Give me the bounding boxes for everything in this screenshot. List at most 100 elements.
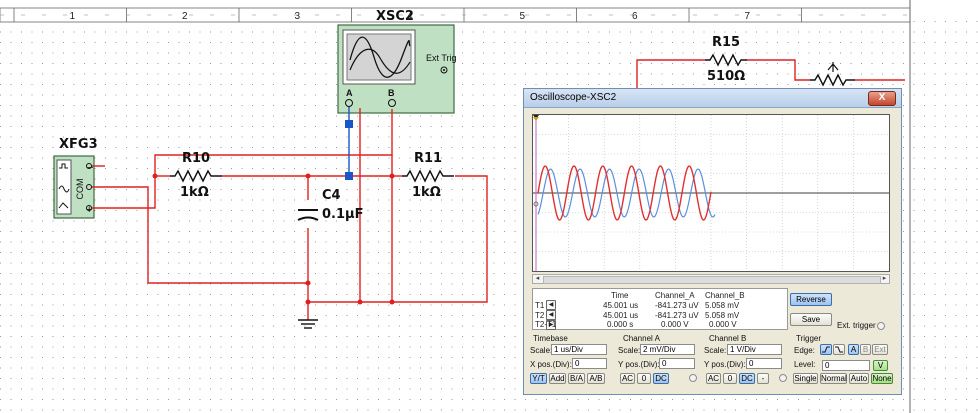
channel-a-terminal-label: A bbox=[346, 88, 353, 98]
cursor-readout-panel: Time Channel_A Channel_B T1 ◀▶ 45.001 us… bbox=[532, 288, 788, 330]
oscilloscope-screen[interactable] bbox=[532, 114, 890, 272]
oscilloscope-window[interactable]: Oscilloscope-XSC2 X ◂ ▸ Time Channel_A C… bbox=[523, 88, 902, 395]
ext-trigger-terminal[interactable] bbox=[877, 322, 885, 330]
trigger-edge-label: Edge: bbox=[794, 346, 815, 355]
function-generator-xfg3-symbol[interactable]: COM − + bbox=[53, 155, 95, 219]
xfg3-label: XFG3 bbox=[59, 137, 98, 152]
channel-b-minus-button[interactable]: - bbox=[757, 373, 769, 384]
save-button[interactable]: Save bbox=[790, 313, 832, 326]
channel-b-terminal[interactable] bbox=[779, 374, 787, 382]
horizontal-scrollbar[interactable]: ◂ ▸ bbox=[532, 274, 890, 284]
close-button[interactable]: X bbox=[868, 91, 896, 106]
resistor-r10[interactable] bbox=[170, 169, 222, 183]
t1-left-arrow-icon[interactable]: ◀ bbox=[546, 300, 556, 310]
r11-label: R11 bbox=[414, 151, 442, 166]
channel-b-ypos-label: Y pos.(Div): bbox=[704, 360, 746, 369]
mode-add-button[interactable]: Add bbox=[549, 373, 566, 384]
trigger-none-button[interactable]: None bbox=[871, 373, 893, 384]
ground-marker-icon bbox=[533, 201, 539, 207]
potentiometer[interactable] bbox=[810, 62, 855, 87]
oscilloscope-titlebar[interactable]: Oscilloscope-XSC2 X bbox=[524, 89, 901, 108]
trigger-normal-button[interactable]: Normal bbox=[820, 373, 847, 384]
capacitor-c4[interactable] bbox=[297, 209, 319, 221]
channel-a-zero-button[interactable]: 0 bbox=[637, 373, 651, 384]
readout-header-time: Time bbox=[611, 291, 629, 300]
probe-junction bbox=[345, 120, 353, 128]
t2-left-arrow-icon[interactable]: ◀ bbox=[546, 310, 556, 320]
channel-a-scale-field[interactable]: 2 mV/Div bbox=[640, 344, 695, 355]
channel-a-ypos-label: Y pos.(Div): bbox=[618, 360, 660, 369]
xpos-field[interactable]: 0 bbox=[572, 358, 607, 369]
mode-ba-button[interactable]: B/A bbox=[568, 373, 585, 384]
ext-trig-label: Ext Trig bbox=[426, 53, 457, 63]
ruler-label: 5 bbox=[519, 11, 525, 22]
r10-value: 1kΩ bbox=[180, 185, 209, 200]
t2-cursor-buttons[interactable]: ◀▶ bbox=[546, 310, 566, 330]
mode-ab-button[interactable]: A/B bbox=[587, 373, 605, 384]
scroll-right-icon[interactable]: ▸ bbox=[882, 275, 887, 282]
ruler-label: 1 bbox=[69, 11, 75, 22]
ruler-label: 4 bbox=[407, 11, 413, 22]
t1-label: T1 bbox=[535, 301, 545, 310]
t2-t1-channel-b: 0.000 V bbox=[709, 320, 737, 329]
mode-yt-button[interactable]: Y/T bbox=[530, 373, 547, 384]
readout-header-channel-a: Channel_A bbox=[655, 291, 695, 300]
trigger-source-ext-button[interactable]: Ext bbox=[872, 344, 888, 355]
t1-time: 45.001 us bbox=[603, 301, 639, 310]
channel-b-zero-button[interactable]: 0 bbox=[723, 373, 737, 384]
ruler-label: 7 bbox=[744, 11, 750, 22]
channel-b-ypos-field[interactable]: 0 bbox=[746, 358, 782, 369]
xpos-label: X pos.(Div): bbox=[530, 360, 572, 369]
trigger-level-field[interactable]: 0 bbox=[822, 360, 870, 371]
t1-channel-a: -841.273 uV bbox=[655, 301, 699, 310]
channel-a-dc-button[interactable]: DC bbox=[653, 373, 669, 384]
trigger-source-a-button[interactable]: A bbox=[848, 344, 859, 355]
r10-label: R10 bbox=[182, 151, 210, 166]
r15-value: 510Ω bbox=[707, 69, 745, 84]
ruler-label: 6 bbox=[632, 11, 638, 22]
r11-value: 1kΩ bbox=[412, 185, 441, 200]
circuit-wires bbox=[92, 59, 905, 320]
channel-b-dc-button[interactable]: DC bbox=[739, 373, 755, 384]
falling-edge-button[interactable] bbox=[833, 344, 845, 355]
channel-a-ypos-field[interactable]: 0 bbox=[659, 358, 695, 369]
t2-channel-a: -841.273 uV bbox=[655, 311, 699, 320]
reverse-button[interactable]: Reverse bbox=[790, 293, 832, 306]
channel-a-trace bbox=[537, 165, 712, 221]
ruler-label: 2 bbox=[182, 11, 188, 22]
channel-b-ac-button[interactable]: AC bbox=[706, 373, 721, 384]
resistor-r15[interactable] bbox=[705, 53, 747, 67]
resistor-r11[interactable] bbox=[402, 169, 454, 183]
window-title: Oscilloscope-XSC2 bbox=[530, 92, 617, 103]
timebase-scale-label: Scale: bbox=[530, 346, 553, 355]
probe-junction bbox=[345, 172, 353, 180]
trigger-auto-button[interactable]: Auto bbox=[849, 373, 869, 384]
channel-b-scale-field[interactable]: 1 V/Div bbox=[727, 344, 782, 355]
r15-label: R15 bbox=[712, 35, 740, 50]
scroll-left-icon[interactable]: ◂ bbox=[535, 275, 540, 282]
trigger-source-b-button[interactable]: B bbox=[860, 344, 871, 355]
channel-b-trace bbox=[537, 168, 716, 218]
t2-label: T2 bbox=[535, 311, 545, 320]
ground-symbol bbox=[298, 319, 318, 329]
t2-t1-channel-a: 0.000 V bbox=[661, 320, 689, 329]
channel-a-scale-label: Scale: bbox=[618, 346, 641, 355]
channel-a-terminal[interactable] bbox=[689, 374, 697, 382]
wire-junctions bbox=[152, 173, 395, 305]
t1-channel-b: 5.058 mV bbox=[705, 301, 740, 310]
t1-cursor-buttons[interactable]: ◀▶ bbox=[546, 300, 566, 320]
channel-b-terminal-label: B bbox=[388, 88, 395, 98]
t2-t1-label: T2-T1 bbox=[535, 320, 557, 329]
t2-right-arrow-icon[interactable]: ▶ bbox=[546, 320, 556, 330]
trigger-level-label: Level: bbox=[794, 360, 816, 369]
cursor-marker-icon[interactable] bbox=[533, 117, 539, 121]
readout-header-channel-b: Channel_B bbox=[705, 291, 745, 300]
trigger-single-button[interactable]: Single bbox=[793, 373, 818, 384]
channel-a-ac-button[interactable]: AC bbox=[620, 373, 635, 384]
trigger-level-unit[interactable]: V bbox=[873, 360, 888, 371]
scroll-thumb[interactable] bbox=[543, 276, 881, 284]
rising-edge-button[interactable] bbox=[820, 344, 832, 355]
timebase-scale-field[interactable]: 1 us/Div bbox=[551, 344, 607, 355]
oscilloscope-xsc2-symbol[interactable]: Ext Trig A B bbox=[337, 24, 457, 114]
t2-channel-b: 5.058 mV bbox=[705, 311, 740, 320]
